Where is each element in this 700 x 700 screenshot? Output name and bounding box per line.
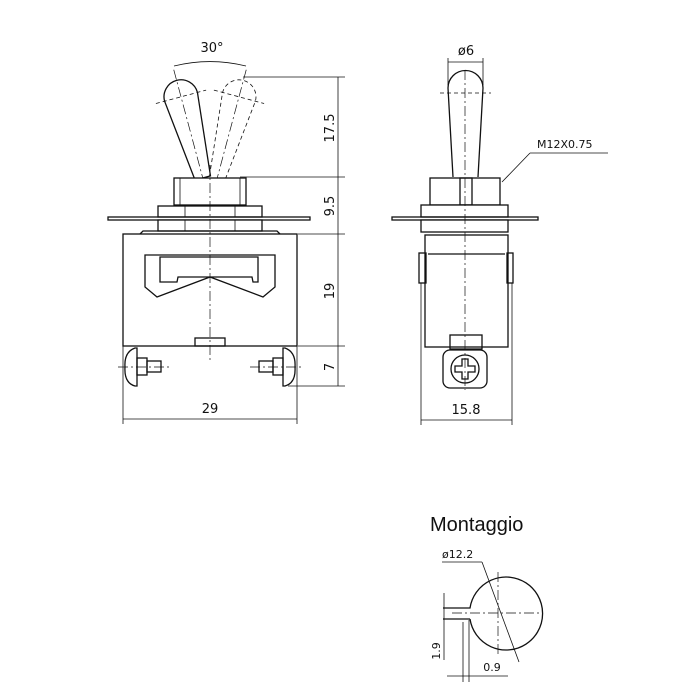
lever-right-alternate	[209, 69, 265, 186]
dim-bushing-height: 9.5	[323, 196, 338, 217]
lever-left	[155, 69, 212, 186]
lower-nut	[420, 219, 509, 233]
angle-arc	[173, 61, 247, 67]
mounting-hole-detail: Montaggio ø12.2 1.9 0.9	[430, 514, 544, 682]
phillips-screw-icon	[454, 358, 476, 380]
dim-notch-depth: 0.9	[483, 661, 501, 674]
terminal-right	[250, 347, 302, 387]
dim-side-width: 15.8	[452, 403, 481, 418]
mounting-title: Montaggio	[430, 514, 523, 536]
upper-nut	[420, 204, 509, 218]
angle-label: 30°	[200, 41, 223, 56]
side-view: ø6 M12X0.75 15.8	[391, 44, 608, 425]
terminal-left	[118, 347, 170, 387]
dim-notch-height: 1.9	[430, 642, 443, 660]
lever	[447, 69, 484, 178]
switch-body	[424, 234, 509, 348]
front-view: 30°	[107, 41, 345, 424]
dim-lever-height: 17.5	[323, 114, 338, 143]
mounting-hole	[443, 576, 544, 651]
thread-label: M12X0.75	[537, 138, 593, 151]
dim-hole-diameter: ø12.2	[442, 548, 473, 561]
height-dimensions: 17.5 9.5 19 7	[240, 76, 345, 387]
dim-body-height: 19	[323, 283, 338, 300]
dim-width: 29	[202, 402, 219, 417]
dim-terminal-height: 7	[323, 363, 338, 371]
dim-lever-diameter: ø6	[458, 44, 474, 59]
